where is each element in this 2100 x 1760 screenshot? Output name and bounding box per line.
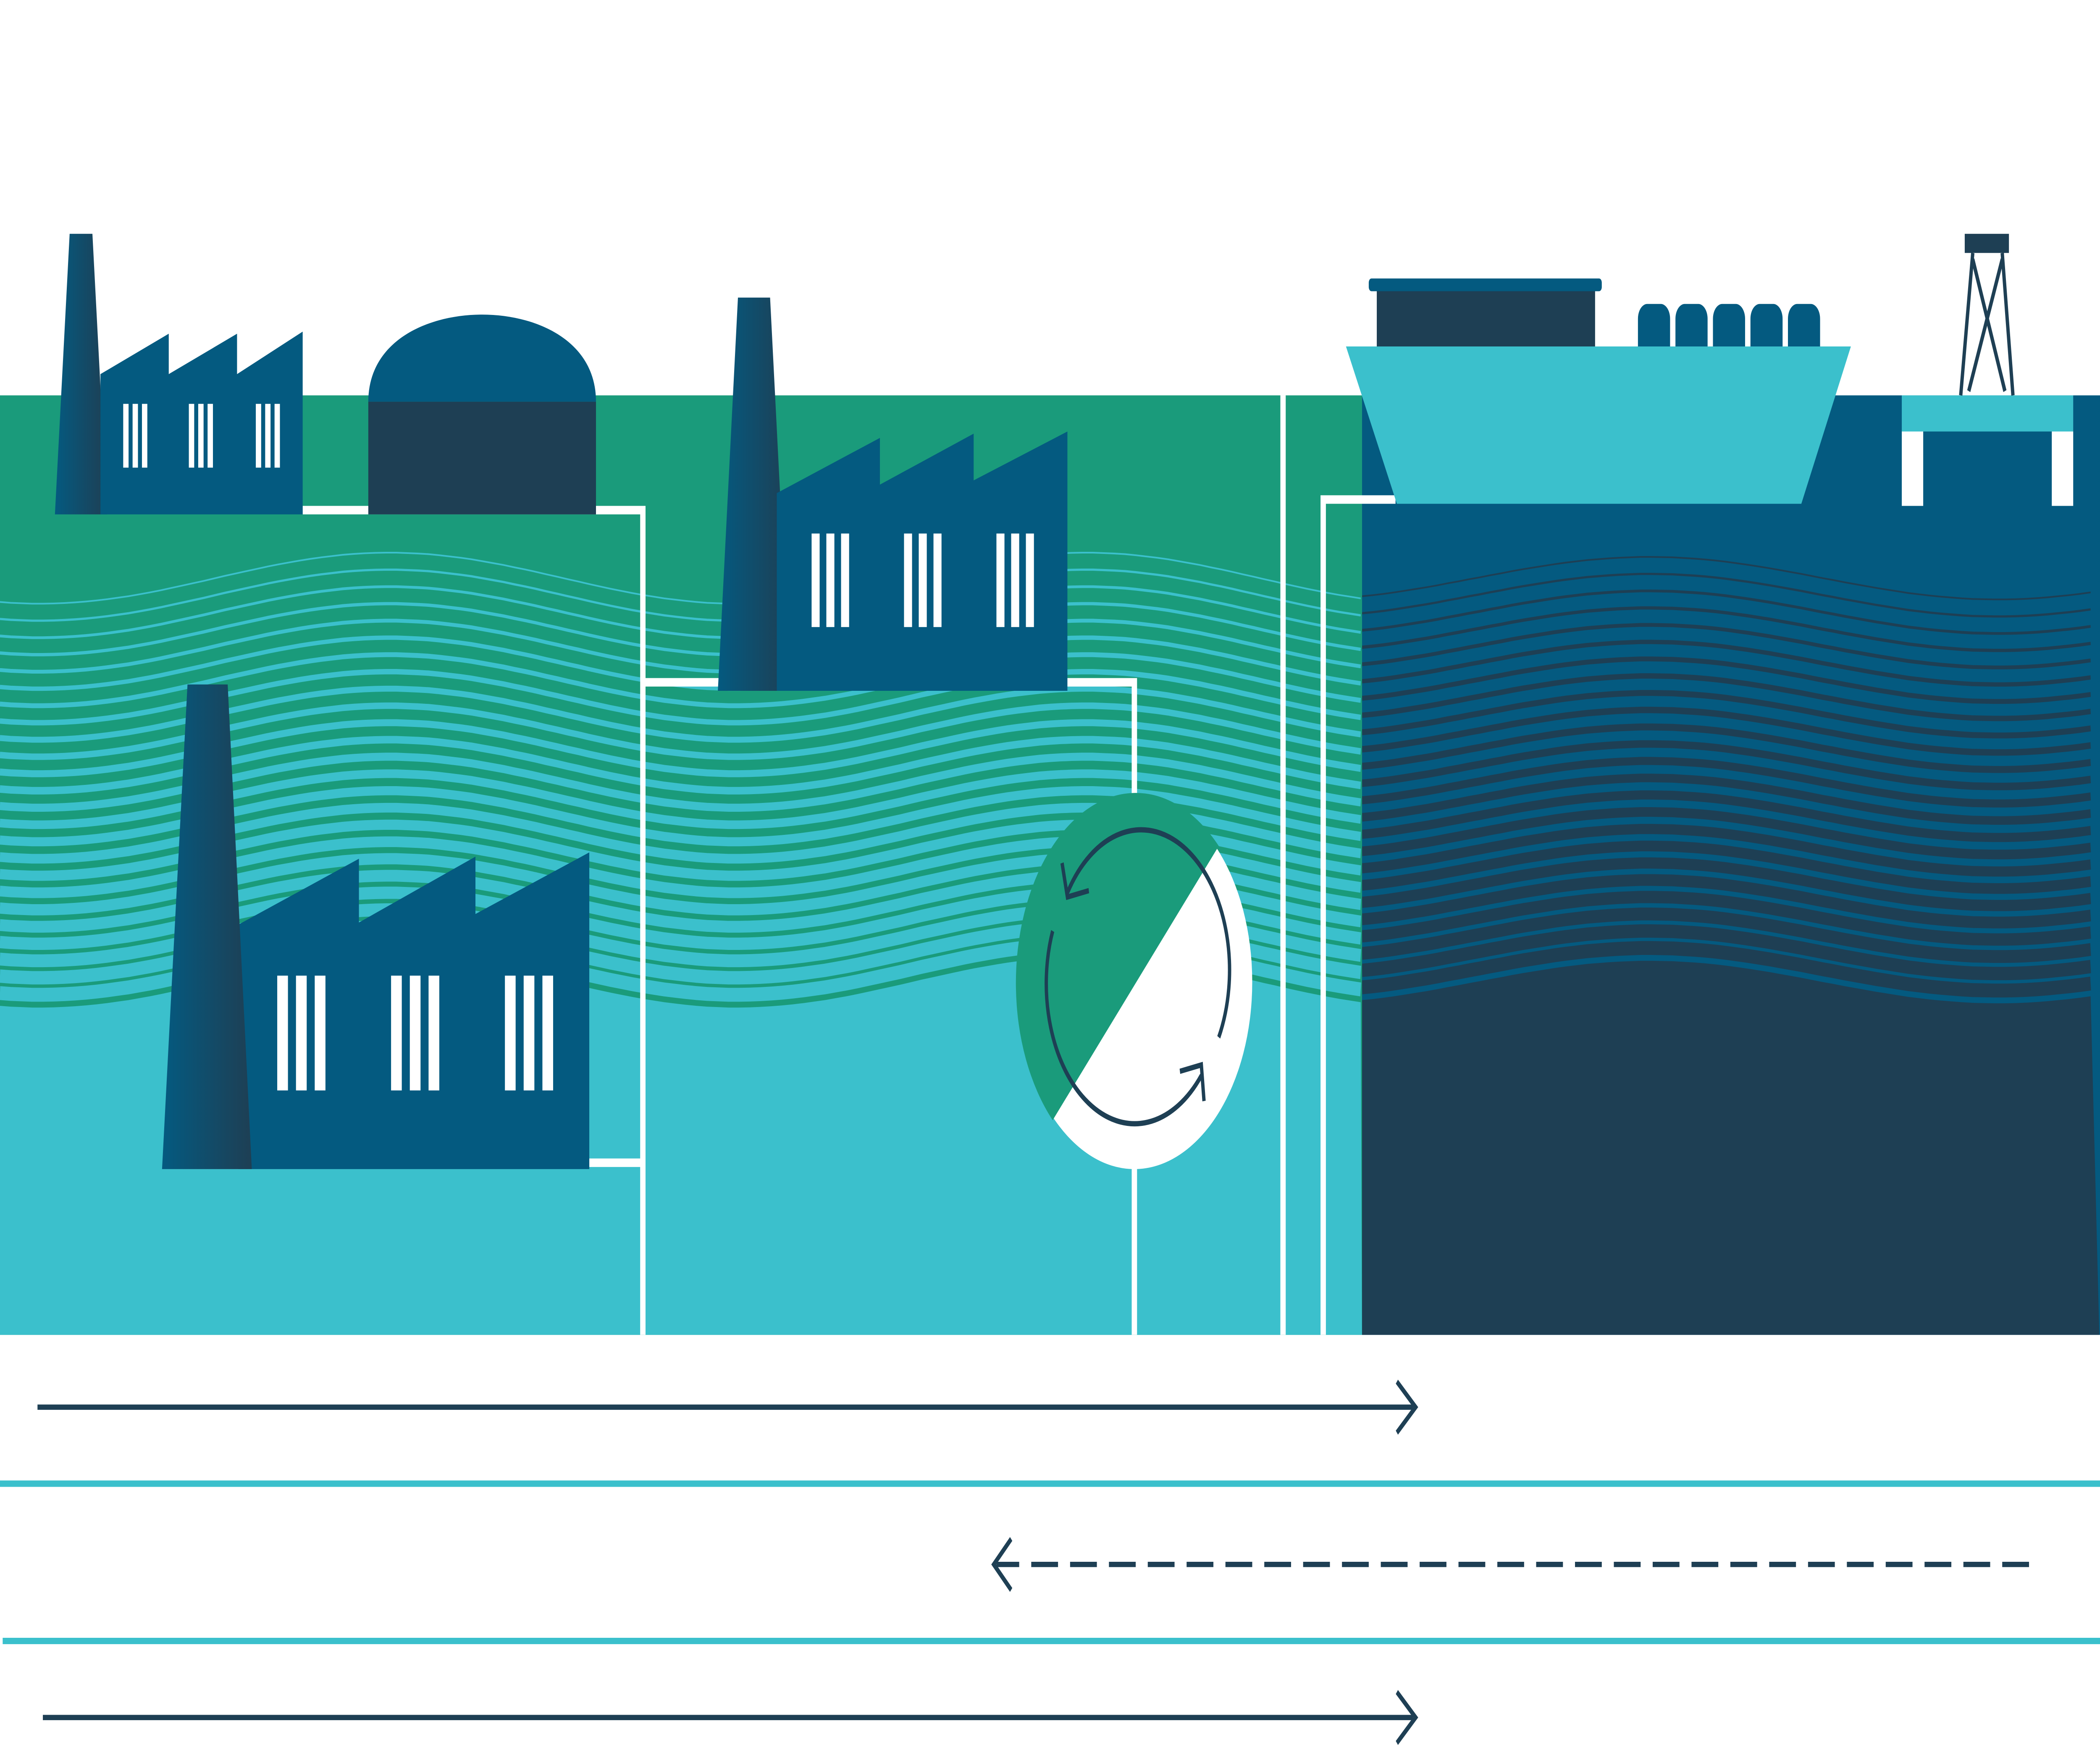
wave-line: [0, 568, 1361, 622]
storage-tank-icon: [368, 315, 596, 514]
factory-windows: [277, 976, 553, 1091]
wave-line: [1362, 757, 2091, 808]
wave-line: [1362, 606, 2091, 652]
factory-windows: [811, 533, 1034, 627]
recycle-arrows-icon: [1016, 793, 1252, 1169]
wave-line: [1362, 807, 2091, 860]
wave-line: [0, 652, 1361, 708]
wave-line: [1362, 891, 2091, 946]
wave-line: [1362, 857, 2091, 911]
wave-line: [1362, 774, 2091, 825]
factory-windows: [123, 404, 280, 468]
ship-icon: [1346, 278, 1851, 504]
wave-line: [0, 602, 1361, 656]
wave-line: [0, 585, 1361, 639]
wave-line: [1362, 874, 2091, 929]
wave-line: [1362, 589, 2091, 635]
oil-rig-icon: [1902, 233, 2074, 506]
wave-line: [1362, 623, 2091, 669]
wave-line: [0, 619, 1361, 674]
wave-line: [1362, 824, 2091, 877]
wave-line: [1362, 908, 2091, 963]
wave-line: [1362, 572, 2091, 618]
wave-line: [1362, 723, 2091, 773]
wave-line: [0, 551, 1361, 605]
wave-line: [1362, 656, 2091, 704]
factory-1: [55, 233, 303, 514]
wave-line: [1362, 790, 2091, 842]
pipe-to-ship: [1320, 495, 1396, 1335]
wave-line: [1362, 924, 2091, 981]
chimney-icon: [162, 684, 252, 1169]
wave-line: [1362, 740, 2091, 790]
wave-line: [1362, 690, 2091, 739]
chimney-icon: [55, 233, 108, 514]
right-wave-lines: [1362, 556, 2100, 1335]
wave-line: [1362, 840, 2091, 894]
flow-arrows: [0, 1380, 2100, 1745]
wave-line: [1362, 706, 2091, 756]
factory-2: [718, 297, 1068, 691]
wave-line: [1362, 640, 2091, 687]
wave-line: [1362, 673, 2091, 721]
arrow-left-icon: [991, 1537, 2029, 1592]
wave-line: [1362, 941, 2091, 998]
chimney-icon: [718, 297, 790, 691]
arrow-right-icon: [43, 1690, 1418, 1745]
wave-fill: [1362, 960, 2100, 1335]
arrow-right-icon: [37, 1380, 1418, 1435]
factory-3: [162, 684, 590, 1169]
wave-line: [1362, 556, 2091, 601]
